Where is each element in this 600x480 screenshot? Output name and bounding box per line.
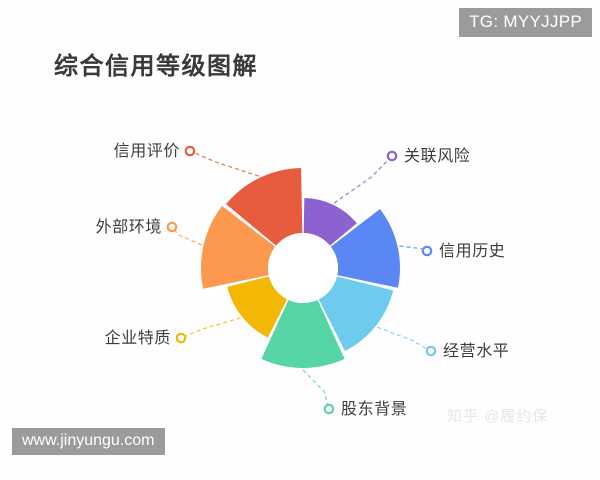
slice-label-2: 经营水平 xyxy=(443,343,510,360)
leader-line-0 xyxy=(333,155,393,204)
chart-leader-lines-group xyxy=(171,150,432,410)
slice-label-5: 外部环境 xyxy=(95,219,162,236)
slice-label-3: 股东背景 xyxy=(341,401,408,418)
label-marker-dot-0 xyxy=(386,150,398,162)
chart-slices-group xyxy=(201,168,400,369)
pie-slice-4[interactable] xyxy=(227,276,288,338)
chart-label-dots-group xyxy=(166,145,437,415)
donut-center-hole xyxy=(268,233,338,303)
pie-slice-1[interactable] xyxy=(330,208,400,288)
label-marker-dot-2 xyxy=(425,345,437,357)
leader-line-3 xyxy=(302,369,330,410)
label-marker-dot-5 xyxy=(166,221,178,233)
slice-label-0: 关联风险 xyxy=(404,148,471,165)
slice-label-1: 信用历史 xyxy=(439,243,506,260)
slice-label-6: 信用评价 xyxy=(113,143,180,160)
pie-slice-2[interactable] xyxy=(318,276,394,351)
label-marker-dot-6 xyxy=(184,145,196,157)
leader-line-1 xyxy=(399,245,428,252)
page-title: 综合信用等级图解 xyxy=(54,53,258,80)
label-marker-dot-1 xyxy=(421,245,433,257)
pie-slice-0[interactable] xyxy=(303,198,357,246)
leader-line-6 xyxy=(189,150,259,177)
slice-label-4: 企业特质 xyxy=(104,330,171,347)
label-marker-dot-4 xyxy=(175,332,187,344)
pie-slice-5[interactable] xyxy=(201,205,276,289)
tg-watermark: TG: MYYJJPP xyxy=(459,8,592,37)
label-marker-dot-3 xyxy=(323,403,335,415)
leader-line-4 xyxy=(180,317,241,339)
site-watermark: www.jinyungu.com xyxy=(12,428,165,455)
leader-line-2 xyxy=(377,326,432,352)
zhihu-watermark: 知乎 @履约保 xyxy=(447,408,549,425)
pie-slice-6[interactable] xyxy=(226,168,303,246)
pie-slice-3[interactable] xyxy=(261,299,345,369)
